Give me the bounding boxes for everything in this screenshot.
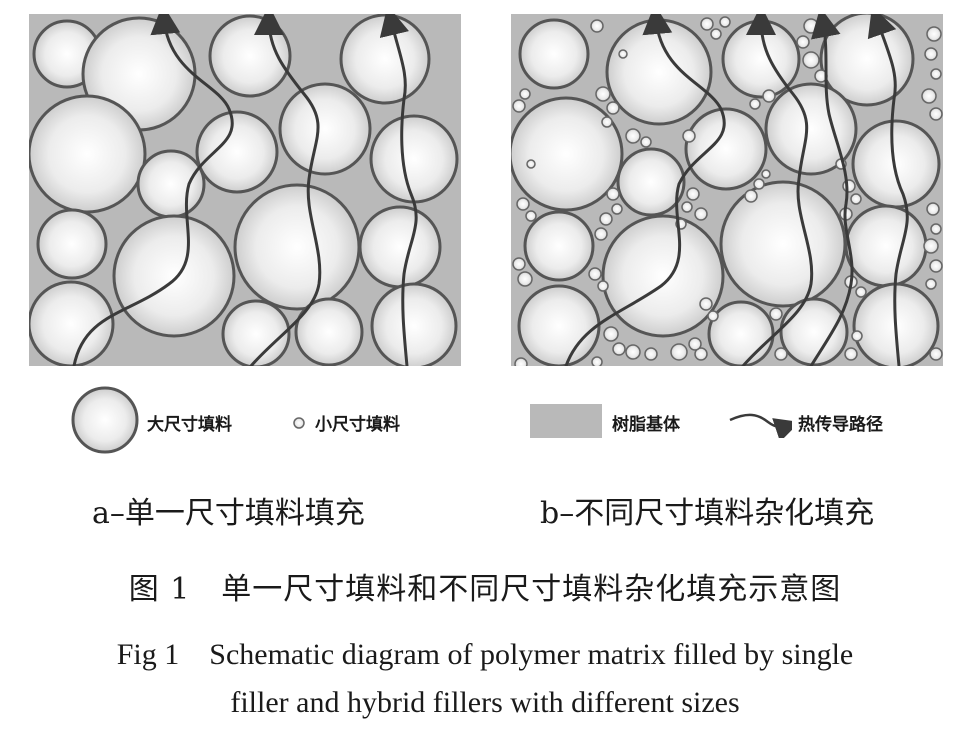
small-filler-legend-icon — [293, 417, 305, 429]
small-filler-particles — [512, 16, 943, 366]
heat-conduction-paths — [564, 14, 909, 366]
heat-path-legend-icon — [729, 413, 792, 438]
resin-matrix-legend-swatch — [530, 404, 602, 438]
legend-small-filler-label: 小尺寸填料 — [315, 415, 400, 435]
legend-large-filler-label: 大尺寸填料 — [147, 415, 232, 435]
large-filler-legend-icon — [71, 386, 139, 454]
legend-heat-path-label: 热传导路径 — [798, 415, 883, 435]
legend-resin-matrix-label: 树脂基体 — [612, 415, 680, 435]
figure-caption-en-line1: Fig 1 Schematic diagram of polymer matri… — [116, 638, 854, 671]
figure-caption-en-line2: filler and hybrid fillers with different… — [230, 686, 740, 719]
panel-b-hybrid-filler — [511, 14, 943, 366]
large-filler-particles — [511, 14, 941, 366]
figure-caption-cn: 图 1 单一尺寸填料和不同尺寸填料杂化填充示意图 — [128, 572, 842, 607]
panel-b-caption: b–不同尺寸填料杂化填充 — [540, 496, 875, 531]
large-filler-particles — [29, 14, 459, 366]
heat-conduction-paths — [72, 14, 418, 366]
panel-a-caption: a–单一尺寸填料填充 — [92, 496, 365, 531]
panel-a-single-filler — [29, 14, 461, 366]
